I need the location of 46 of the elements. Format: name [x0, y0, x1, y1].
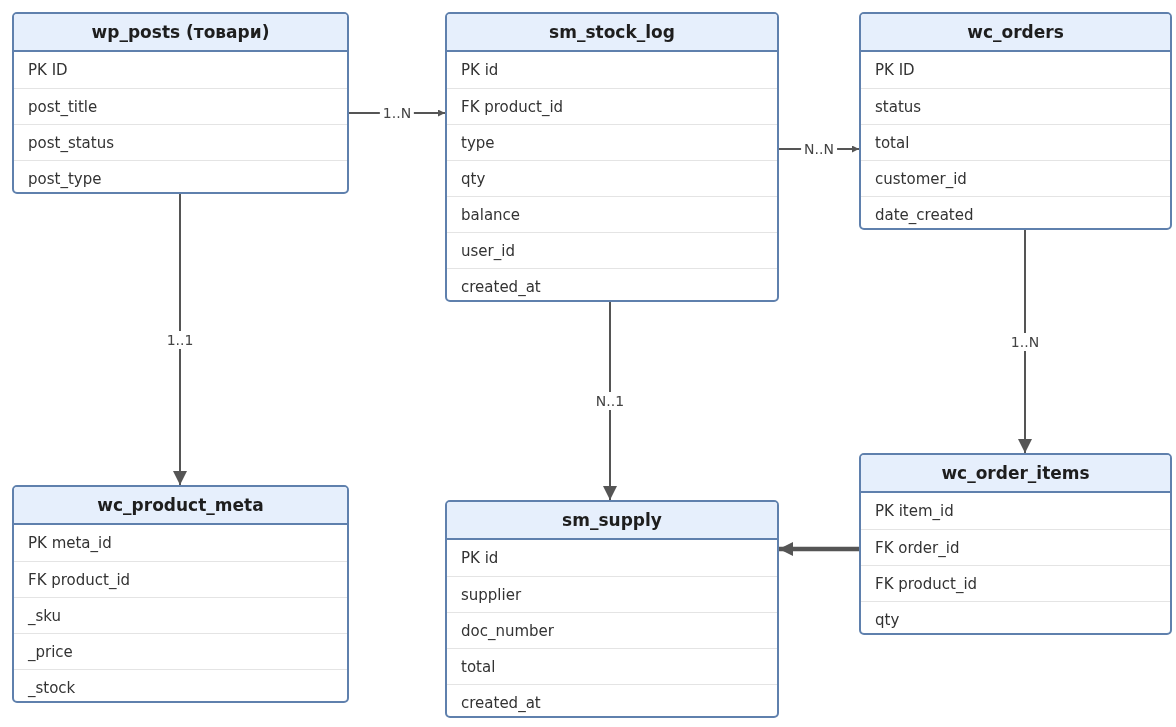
column-field: total [875, 133, 910, 152]
column-field: FK product_id [28, 570, 131, 589]
column-field: qty [875, 610, 900, 629]
entity-table [445, 500, 779, 718]
column-field: _price [28, 642, 73, 661]
column-field: FK product_id [461, 97, 564, 116]
column-field: customer_id [875, 169, 967, 188]
entity-table [445, 12, 779, 302]
column-field: PK ID [875, 61, 915, 79]
column-field: _sku [28, 606, 62, 625]
column-field: post_type [28, 169, 102, 188]
column-field: type [461, 133, 495, 152]
table-name: wc_product_meta [97, 495, 264, 515]
column-field: post_title [28, 97, 98, 116]
arrow [1018, 229, 1032, 454]
column-field: date_created [875, 205, 974, 224]
arrow [779, 542, 859, 556]
column-field: PK meta_id [28, 534, 112, 552]
entity-table [12, 485, 349, 703]
column-field: created_at [461, 693, 541, 712]
column-field: doc_number [461, 621, 554, 640]
table-name: wc_orders [967, 22, 1064, 42]
table-name: sm_supply [562, 510, 662, 530]
column-field: user_id [461, 241, 515, 260]
column-field: created_at [461, 277, 541, 296]
column-field: PK id [461, 549, 499, 567]
column-field: PK id [461, 61, 499, 79]
entity-table [859, 12, 1172, 230]
column-field: FK product_id [875, 574, 978, 593]
entity-table [859, 453, 1172, 635]
arrow [173, 193, 187, 486]
column-field: total [461, 657, 496, 676]
table-name: wc_order_items [941, 463, 1090, 483]
column-field: PK item_id [875, 502, 954, 520]
column-field: PK ID [28, 61, 68, 79]
column-field: post_status [28, 133, 114, 152]
arrow [603, 301, 617, 501]
column-field: balance [461, 205, 521, 224]
table-name: wp_posts (товари) [91, 22, 270, 42]
entity-table [12, 12, 349, 194]
column-field: supplier [461, 585, 522, 604]
column-field: status [875, 97, 922, 116]
column-field: FK order_id [875, 538, 960, 557]
column-field: _stock [28, 678, 76, 697]
table-name: sm_stock_log [549, 22, 675, 42]
column-field: qty [461, 169, 486, 188]
